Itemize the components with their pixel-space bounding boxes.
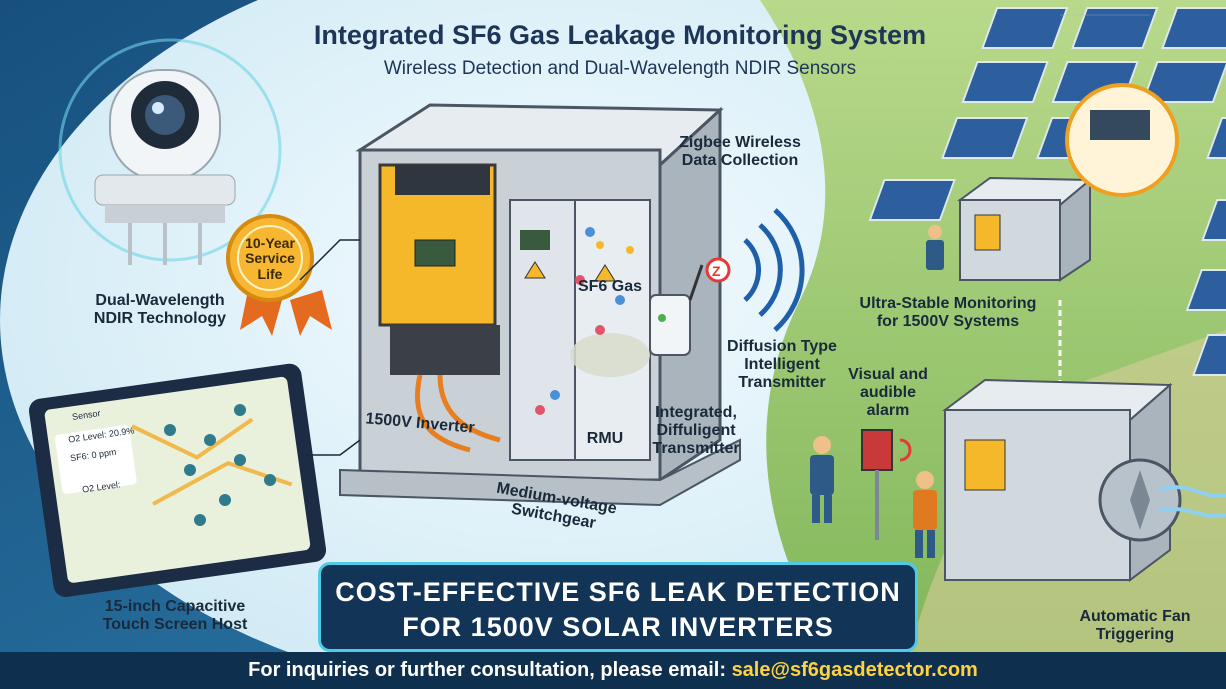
solar-panels [868,7,1226,376]
label-integrated: Integrated, Diffuligent Transmitter [652,404,740,457]
headline-banner: COST-EFFECTIVE SF6 LEAK DETECTION FOR 15… [318,562,918,652]
footer-prefix: For inquiries or further consultation, p… [248,659,732,681]
banner-line-2: FOR 1500V SOLAR INVERTERS [402,612,834,642]
label-rmu: RMU [586,430,624,447]
label-zigbee: Zigbee Wireless Data Collection [679,134,801,169]
label-ultra-stable: Ultra-Stable Monitoring for 1500V System… [859,295,1037,330]
label-service-life: 10-Year Service Life [245,235,295,282]
label-fan: Automatic Fan Triggering [1079,608,1191,643]
label-alarm: Visual and audible alarm [848,366,928,419]
remote-cabinet [957,176,1093,282]
fan-cabinet [942,378,1226,582]
label-sf6-gas: SF6 Gas [577,278,643,295]
tablet-host [28,363,327,597]
label-diffusion: Diffusion Type Intelligent Transmitter [727,338,837,391]
footer-text: For inquiries or further consultation, p… [0,659,1226,682]
footer-bar: For inquiries or further consultation, p… [0,652,1226,689]
label-sensor-tech: Dual-Wavelength NDIR Technology [93,292,227,327]
footer-email-link[interactable]: sale@sf6gasdetector.com [731,659,978,681]
svg-text:Z: Z [712,263,721,279]
label-screen-host: 15-inch Capacitive Touch Screen Host [102,598,248,633]
banner-line-1: COST-EFFECTIVE SF6 LEAK DETECTION [335,577,901,607]
page-title: Integrated SF6 Gas Leakage Monitoring Sy… [313,20,927,50]
page-subtitle: Wireless Detection and Dual-Wavelength N… [383,58,857,79]
workers [810,225,944,558]
service-badge [226,214,332,336]
ndir-sensor [58,38,282,265]
main-cabinet: Z [339,103,805,507]
